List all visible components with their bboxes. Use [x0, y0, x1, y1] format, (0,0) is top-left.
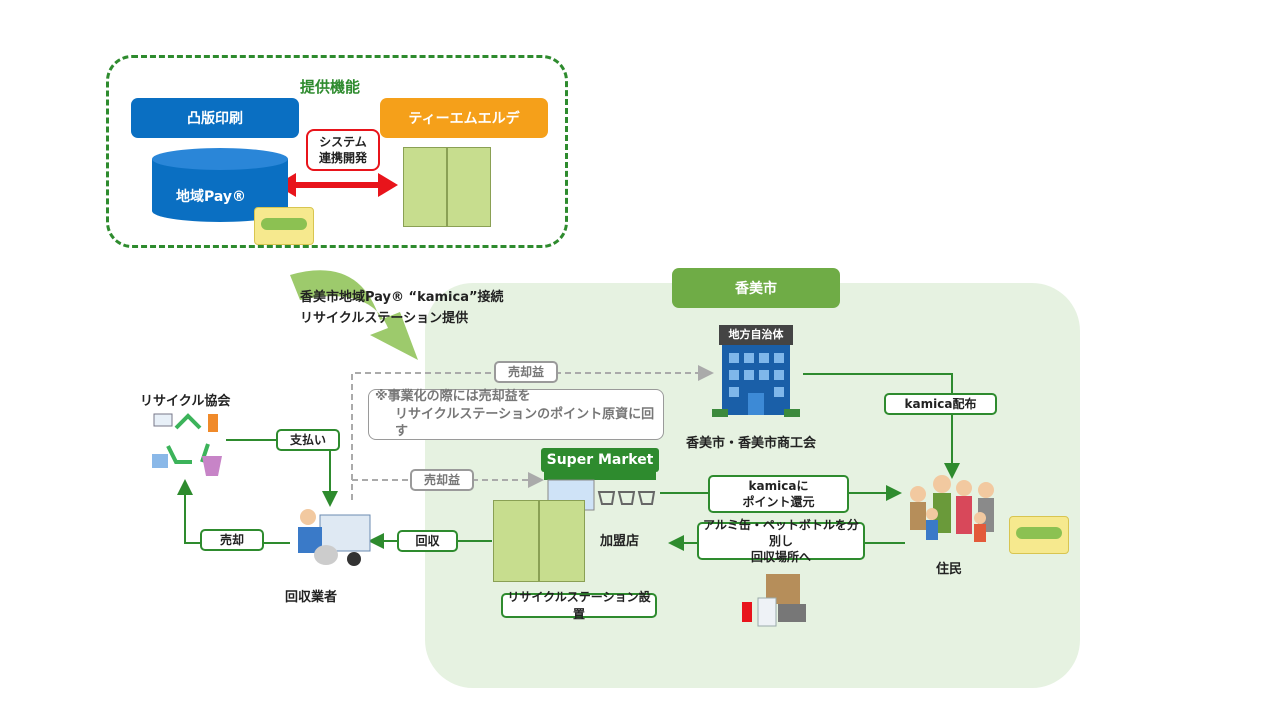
regional-pay-label: 地域Pay®: [176, 189, 247, 205]
kamica-dist-label: kamica配布: [884, 393, 997, 415]
connection-note: 香美市地域Pay® “kamica”接続リサイクルステーション提供: [300, 290, 504, 326]
point-return-label: kamicaにポイント還元: [708, 475, 849, 513]
gov-label: 香美市・香美市商工会: [686, 436, 817, 451]
collect-label: 回収: [397, 530, 458, 552]
supermarket-sign: Super Market: [541, 448, 659, 472]
recycle-machine-icon: [447, 147, 491, 227]
provided-functions-frame: [106, 55, 568, 248]
sale-label: 売却: [200, 529, 264, 551]
provided-functions-title: 提供機能: [300, 78, 361, 96]
database-cylinder: [152, 148, 288, 222]
government-building-icon: [712, 345, 800, 417]
recycle-assoc-icon: [152, 413, 222, 476]
sort-bring-label: アルミ缶・ペットボトルを分別し回収場所へ: [697, 518, 865, 564]
profit-label: 売却益: [410, 469, 474, 491]
kami-city-header: 香美市: [672, 268, 840, 308]
recycle-machine-icon: [539, 500, 585, 582]
recycle-assoc-label: リサイクル協会: [140, 394, 231, 409]
collector-label: 回収業者: [285, 590, 338, 605]
kamica-card-image: [1009, 516, 1069, 554]
recycle-machine-icon: [403, 147, 447, 227]
collector-truck-icon: [298, 509, 371, 566]
kamica-card-image: [254, 207, 314, 245]
profit-label: 売却益: [494, 361, 558, 383]
station-setup-label: リサイクルステーション設置: [501, 590, 657, 621]
store-label: 加盟店: [600, 534, 640, 549]
system-dev-label: システム連携開発: [306, 129, 380, 171]
payment-label: 支払い: [276, 429, 340, 451]
recycle-machine-icon: [493, 500, 539, 582]
residents-label: 住民: [936, 562, 963, 577]
business-note: ※事業化の際には売却益をリサイクルステーションのポイント原資に回す: [368, 389, 664, 440]
gov-sign: 地方自治体: [719, 325, 793, 345]
tml-header: ティーエムエルデ: [380, 98, 548, 138]
residents-family-icon: [910, 475, 994, 542]
toppan-header: 凸版印刷: [131, 98, 299, 138]
recyclables-pile-icon: [742, 574, 806, 627]
